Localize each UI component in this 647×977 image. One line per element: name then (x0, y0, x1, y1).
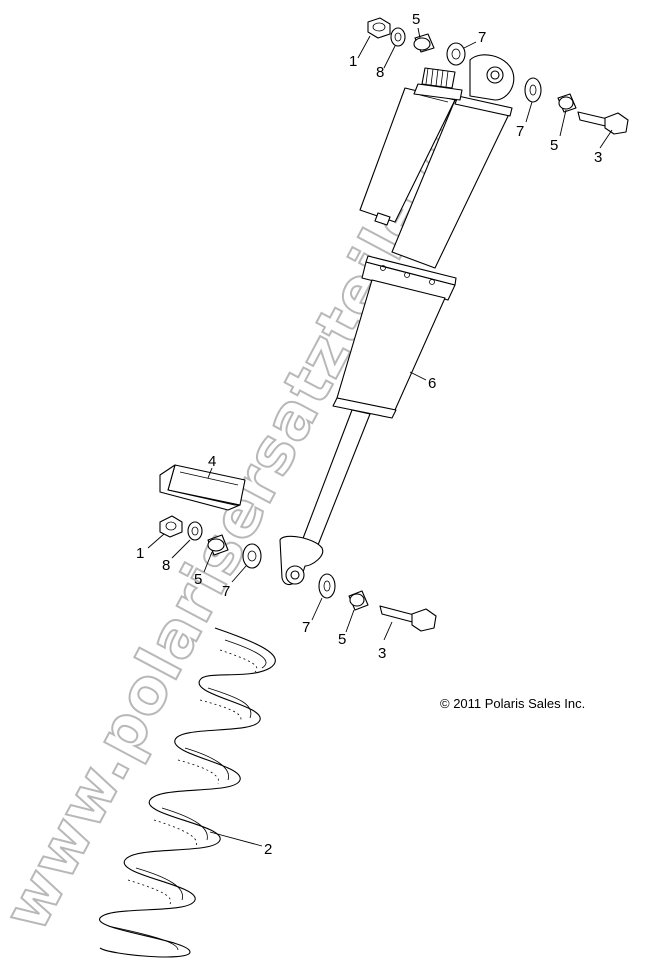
callout-6: 6 (428, 375, 436, 392)
callout-5-top: 5 (412, 11, 420, 28)
callout-4: 4 (208, 453, 216, 470)
callout-3-bottom: 3 (378, 645, 386, 662)
callout-7-top: 7 (478, 29, 486, 46)
leader-lines (147, 27, 613, 847)
bottom-hardware (159, 515, 437, 632)
callouts: 1 8 5 7 7 5 3 6 4 1 8 5 7 7 5 3 2 (136, 11, 602, 858)
callout-1-bottom: 1 (136, 545, 144, 562)
copyright-notice: © 2011 Polaris Sales Inc. (440, 696, 585, 711)
bump-pad (159, 464, 246, 511)
callout-7-bottom-left: 7 (222, 583, 230, 600)
callout-8-top: 8 (376, 64, 384, 81)
callout-8-bottom: 8 (162, 557, 170, 574)
callout-7-bottom-mid: 7 (302, 619, 310, 636)
callout-3-right: 3 (594, 149, 602, 166)
top-hardware (367, 17, 629, 135)
callout-7-right: 7 (516, 123, 524, 140)
callout-5-right: 5 (550, 137, 558, 154)
callout-5-bottom-mid: 5 (338, 631, 346, 648)
callout-2: 2 (264, 841, 272, 858)
coil-spring (99, 627, 276, 958)
callout-1-top: 1 (349, 53, 357, 70)
shock-absorber (279, 54, 515, 586)
callout-5-bottom: 5 (194, 571, 202, 588)
